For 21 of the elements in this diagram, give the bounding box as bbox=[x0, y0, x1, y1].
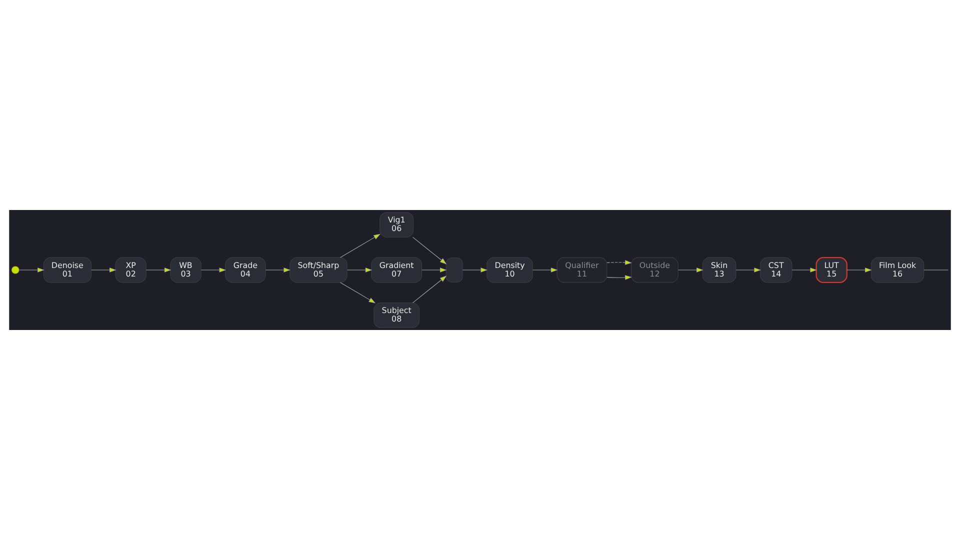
node-box bbox=[446, 258, 463, 282]
node-circle bbox=[11, 266, 20, 274]
arrow bbox=[265, 268, 291, 272]
arrow bbox=[606, 260, 632, 265]
arrow bbox=[346, 268, 372, 272]
arrow bbox=[736, 268, 761, 272]
arrow bbox=[846, 268, 872, 272]
arrow bbox=[19, 268, 44, 272]
arrow bbox=[412, 236, 447, 264]
arrow bbox=[462, 268, 488, 272]
arrow bbox=[678, 268, 704, 272]
arrow bbox=[91, 268, 116, 272]
arrow bbox=[146, 268, 172, 272]
arrow bbox=[606, 275, 632, 280]
arrow bbox=[200, 268, 226, 272]
arrow bbox=[532, 268, 558, 272]
arrow bbox=[422, 268, 447, 272]
arrow bbox=[340, 234, 380, 258]
arrow bbox=[792, 268, 817, 272]
arrow bbox=[412, 276, 447, 304]
arrow bbox=[340, 282, 376, 304]
